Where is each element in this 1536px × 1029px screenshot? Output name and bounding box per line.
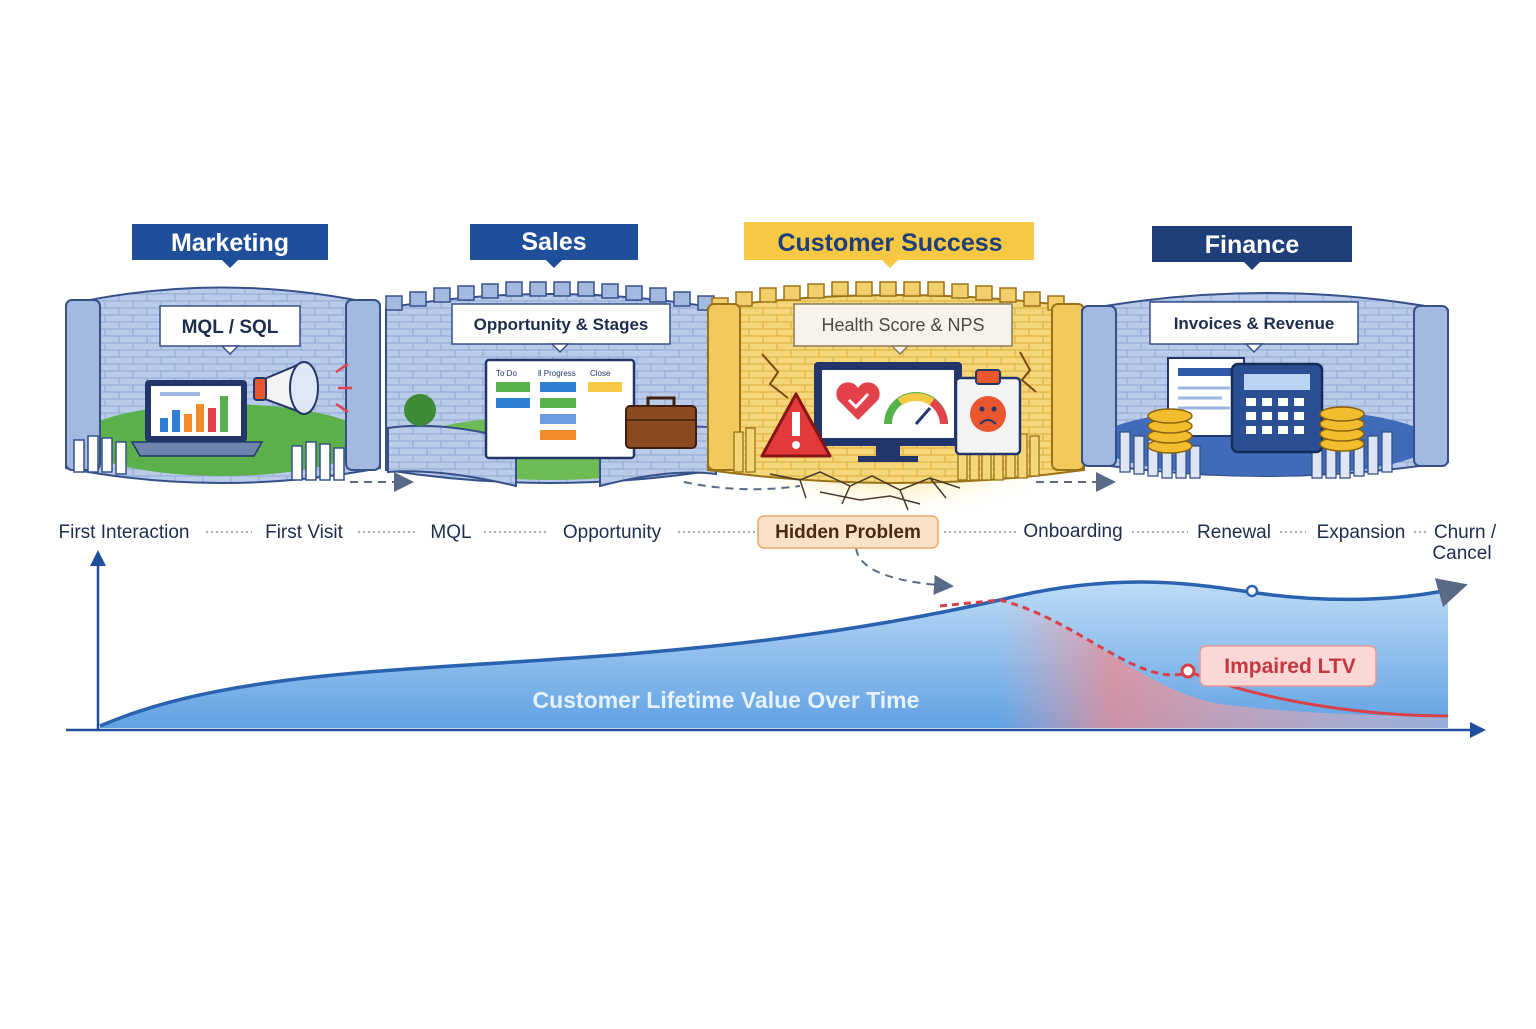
picket-fence-right: [291, 441, 345, 481]
customer-success-title: Customer Success: [777, 229, 1002, 257]
stage-onboarding: Onboarding: [1023, 521, 1122, 542]
calculator-icon: [1230, 362, 1324, 454]
ltv-chart: Impaired LTV Customer Lifetime Value Ove…: [66, 550, 1486, 738]
stage-mql: MQL: [430, 522, 471, 543]
stage-first-interaction: First Interaction: [59, 522, 190, 543]
gauge-icon: [884, 392, 948, 425]
system-callout-finance: Invoices & Revenue: [1149, 301, 1359, 354]
stage-renewal: Renewal: [1197, 522, 1271, 543]
finance-title: Finance: [1205, 231, 1300, 259]
kanban-col-progress: ll Progress: [538, 369, 576, 378]
system-callout-marketing: MQL / SQL: [159, 305, 301, 356]
handoff-arrows: [350, 472, 1116, 595]
kanban-col-todo: To Do: [496, 369, 517, 378]
opportunity-stages-label: Opportunity & Stages: [474, 315, 649, 334]
mql-sql-label: MQL / SQL: [182, 317, 279, 338]
sad-face-icon: [954, 369, 1022, 456]
kanban-board-icon: To Do ll Progress Close: [484, 358, 636, 460]
renewal-point: [1245, 584, 1259, 598]
kanban-col-close: Close: [590, 369, 611, 378]
dept-title-marketing: Marketing: [132, 224, 328, 268]
system-callout-sales: Opportunity & Stages: [451, 303, 671, 354]
marketing-silo: [65, 286, 381, 484]
megaphone-icon: [253, 361, 352, 415]
impaired-dashed: [939, 598, 1191, 677]
stage-first-visit: First Visit: [265, 522, 343, 543]
impaired-ltv-label: Impaired LTV: [1224, 655, 1355, 678]
stage-churn-line1: Churn /: [1434, 522, 1497, 543]
stage-expansion: Expansion: [1317, 522, 1406, 543]
dept-title-customer-success: Customer Success: [744, 222, 1034, 268]
coins-icon: [1147, 406, 1365, 454]
stage-churn-line2: Cancel: [1432, 543, 1491, 564]
impaired-ltv-badge: Impaired LTV: [1199, 645, 1377, 687]
marketing-title: Marketing: [171, 229, 289, 257]
impaired-area-fill: [1000, 600, 1448, 728]
journey-timeline: First Interaction First Visit MQL Opport…: [59, 521, 1497, 564]
handoff-arrow-sales-cs: [683, 481, 801, 491]
dept-title-finance: Finance: [1152, 226, 1352, 270]
dept-title-sales: Sales: [470, 224, 638, 268]
hidden-problem-label: Hidden Problem: [775, 522, 921, 543]
system-callout-customer-success: Health Score & NPS: [793, 303, 1013, 356]
crack-lines: [769, 471, 961, 511]
sales-title: Sales: [521, 228, 586, 256]
impaired-point: [1180, 663, 1196, 679]
invoices-revenue-label: Invoices & Revenue: [1174, 314, 1335, 333]
ltv-area-title: Customer Lifetime Value Over Time: [533, 687, 920, 713]
picket-fence-left: [73, 435, 127, 475]
hidden-problem-badge: Hidden Problem: [757, 515, 939, 549]
heart-icon: [836, 382, 880, 420]
health-score-nps-label: Health Score & NPS: [821, 315, 984, 335]
warning-icon: [760, 392, 832, 458]
briefcase-icon: [625, 396, 697, 449]
stage-opportunity: Opportunity: [563, 522, 662, 543]
laptop-icon: [130, 380, 264, 457]
hidden-problem-arrow: [855, 547, 954, 595]
